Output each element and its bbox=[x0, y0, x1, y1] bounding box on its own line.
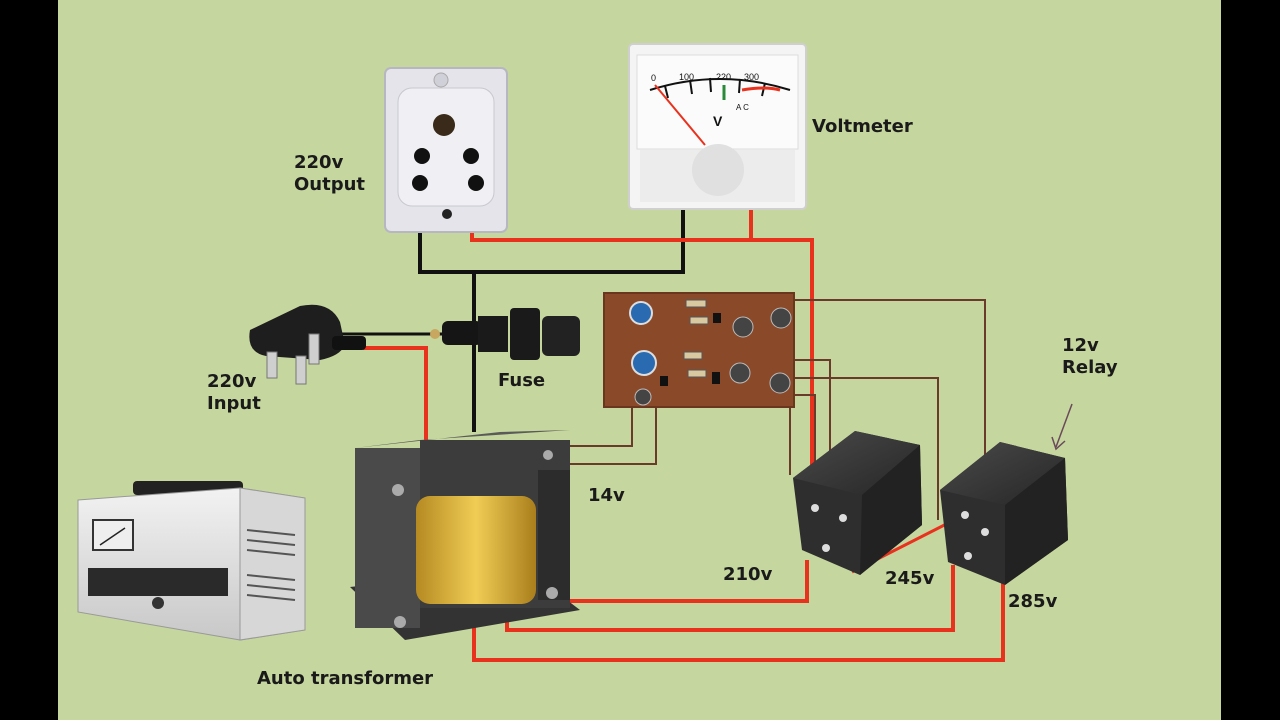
voltmeter-label: Voltmeter bbox=[812, 116, 913, 137]
auto-transformer-label: Auto transformer bbox=[257, 668, 434, 689]
voltmeter: 0 100 220 300 V A C bbox=[628, 43, 807, 210]
input-plug bbox=[249, 304, 366, 385]
relay-1 bbox=[793, 431, 922, 575]
meter-scale-220: 220 bbox=[716, 72, 731, 82]
relay-2 bbox=[940, 442, 1068, 585]
input-label-voltage: 220v bbox=[207, 371, 257, 392]
relay-label-name: Relay bbox=[1062, 357, 1118, 378]
meter-scale-300: 300 bbox=[744, 72, 759, 82]
output-label: 220v Output bbox=[294, 152, 365, 196]
arrow-head bbox=[1051, 436, 1066, 451]
meter-scale-100: 100 bbox=[679, 72, 694, 82]
relay-label: 12v Relay bbox=[1062, 335, 1118, 379]
output-label-voltage: 220v bbox=[294, 152, 344, 173]
output-label-name: Output bbox=[294, 174, 366, 195]
transformer bbox=[350, 430, 580, 640]
relay-pointer-arrow bbox=[1055, 403, 1073, 448]
tap-245v-label: 245v bbox=[885, 568, 935, 589]
meter-scale-0: 0 bbox=[651, 73, 656, 83]
meter-unit: V bbox=[713, 113, 723, 129]
meter-ac: A C bbox=[736, 103, 749, 112]
tap-14v-label: 14v bbox=[588, 485, 625, 506]
output-socket bbox=[384, 67, 508, 233]
fuse-holder bbox=[430, 308, 580, 360]
fuse-label: Fuse bbox=[498, 370, 546, 391]
control-pcb bbox=[603, 292, 795, 408]
tap-285v-label: 285v bbox=[1008, 591, 1058, 612]
input-label-name: Input bbox=[207, 393, 261, 414]
tap-210v-label: 210v bbox=[723, 564, 773, 585]
input-label: 220v Input bbox=[207, 371, 261, 415]
relay-label-voltage: 12v bbox=[1062, 335, 1099, 356]
stabilizer-image bbox=[77, 481, 306, 641]
